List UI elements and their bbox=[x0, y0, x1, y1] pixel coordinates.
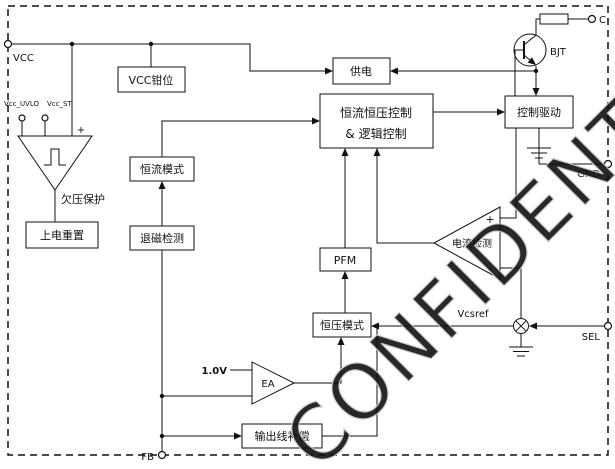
gnd-pin bbox=[603, 159, 613, 169]
ref-1v0-label: 1.0V bbox=[202, 366, 228, 377]
bjt-symbol bbox=[513, 33, 547, 67]
vcc-clamp-block bbox=[117, 66, 186, 93]
fb-pin-label: FB bbox=[141, 452, 154, 463]
gnd-pin-label: GND bbox=[577, 169, 600, 180]
vcc-uvlo-label: Vcc_UVLO bbox=[4, 100, 40, 108]
uvlo-plus-label: + bbox=[77, 125, 85, 136]
pfm-label: PFM bbox=[334, 254, 356, 267]
cv-mode-block bbox=[312, 312, 372, 338]
hysteresis-icon bbox=[44, 148, 66, 166]
uvlo-comparator bbox=[17, 135, 93, 191]
vcc-pin bbox=[3, 39, 13, 49]
current-detect-label: 电流检测 bbox=[452, 237, 492, 250]
ea-amplifier bbox=[251, 361, 296, 405]
pfm-block bbox=[319, 247, 372, 272]
power-on-reset-label: 上电重置 bbox=[40, 228, 84, 242]
resistor-icon bbox=[539, 13, 569, 25]
cc-mode-label: 恒流模式 bbox=[140, 162, 184, 176]
comp-plus-label: + bbox=[485, 213, 494, 226]
comp-minus-label: - bbox=[488, 262, 492, 276]
ic-boundary bbox=[7, 5, 609, 456]
demag-detect-block bbox=[129, 225, 195, 251]
wire-junction-to-comp-minus bbox=[500, 267, 522, 318]
wires bbox=[8, 18, 604, 451]
sel-pin-label: SEL bbox=[582, 332, 601, 343]
wire-comp-plus-sense bbox=[500, 128, 517, 219]
power-on-reset-block bbox=[25, 221, 99, 249]
ground-symbol-drive bbox=[527, 147, 551, 159]
wire-vcc-rail bbox=[8, 43, 327, 72]
bjt-label: BJT bbox=[550, 47, 567, 58]
vcc-uvlo-terminal bbox=[18, 114, 26, 122]
wire-ea-out bbox=[294, 343, 342, 384]
ground-symbol-junction bbox=[509, 346, 533, 357]
cc-cv-logic-label-line1: 恒流恒压控制 bbox=[340, 106, 412, 120]
wire-ccmode-to-logic bbox=[161, 120, 314, 157]
cc-cv-logic-label-line2: & 逻辑控制 bbox=[345, 127, 406, 141]
c-pin bbox=[587, 14, 597, 24]
vcc-clamp-label: VCC钳位 bbox=[129, 73, 174, 87]
wire-linecomp-out bbox=[322, 326, 378, 437]
vcc-pin-label: VCC bbox=[13, 53, 34, 64]
wire-base-drive bbox=[514, 49, 523, 96]
control-drive-block bbox=[504, 95, 574, 129]
vcc-st-terminal bbox=[41, 114, 49, 122]
wire-collector bbox=[523, 18, 540, 46]
demag-detect-label: 退磁检测 bbox=[140, 231, 184, 245]
current-detect-comparator bbox=[432, 206, 501, 280]
fb-pin bbox=[157, 450, 167, 460]
confidential-watermark: CONFIDENTIAL bbox=[268, 0, 615, 469]
junction-dots bbox=[69, 41, 539, 439]
bjt-emitter-arrow bbox=[527, 57, 536, 65]
ea-label: EA bbox=[261, 379, 274, 390]
cc-mode-block bbox=[129, 156, 195, 182]
arrowheads bbox=[158, 67, 540, 440]
uvlo-block-label: 欠压保护 bbox=[61, 192, 105, 206]
sel-pin bbox=[603, 321, 613, 331]
cv-mode-label: 恒压模式 bbox=[320, 319, 364, 332]
vcsref-label: Vcsref bbox=[457, 309, 489, 320]
line-comp-block bbox=[241, 423, 323, 449]
control-drive-label: 控制驱动 bbox=[517, 105, 561, 119]
summing-junction bbox=[513, 318, 529, 334]
wire-comp-out bbox=[376, 154, 434, 244]
vcc-st-label: Vcc_ST bbox=[47, 100, 72, 108]
power-supply-label: 供电 bbox=[350, 64, 372, 78]
line-comp-label: 输出线补偿 bbox=[255, 429, 310, 443]
c-pin-label: C bbox=[599, 15, 606, 26]
bjt-envelope bbox=[513, 33, 547, 67]
